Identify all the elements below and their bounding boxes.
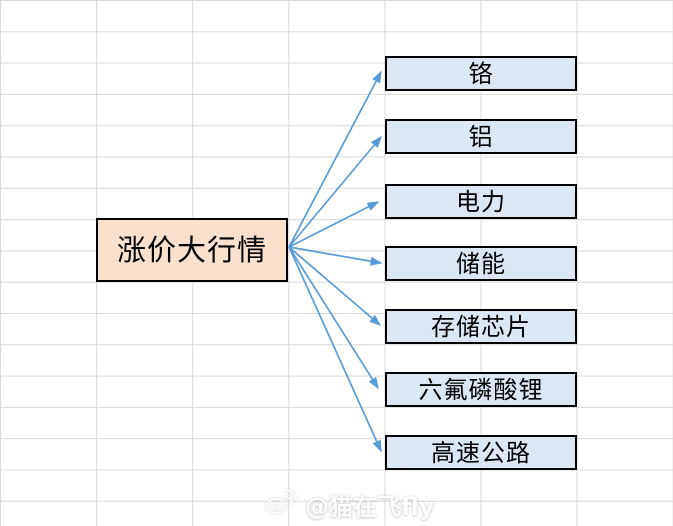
arrow-to-node-6 — [288, 246, 379, 390]
arrow-to-node-5 — [288, 246, 382, 326]
arrow-to-node-3 — [288, 201, 380, 248]
child-node-2[interactable]: 铝 — [385, 119, 577, 154]
arrow-to-node-1 — [288, 70, 382, 248]
child-node-3[interactable]: 电力 — [385, 184, 577, 219]
child-node-6[interactable]: 六氟磷酸锂 — [385, 372, 577, 407]
weibo-icon — [264, 486, 298, 522]
child-node-5[interactable]: 存储芯片 — [385, 309, 577, 344]
root-node[interactable]: 涨价大行情 — [96, 218, 288, 282]
arrow-to-node-7 — [288, 246, 382, 453]
arrow-to-node-4 — [288, 246, 383, 266]
child-node-1[interactable]: 铬 — [385, 56, 577, 91]
watermark-text: @猫在飞fly — [305, 492, 435, 521]
arrow-to-node-2 — [288, 135, 382, 248]
watermark: @猫在飞fly — [264, 486, 434, 522]
child-node-4[interactable]: 储能 — [385, 246, 577, 281]
child-node-7[interactable]: 高速公路 — [385, 435, 577, 470]
